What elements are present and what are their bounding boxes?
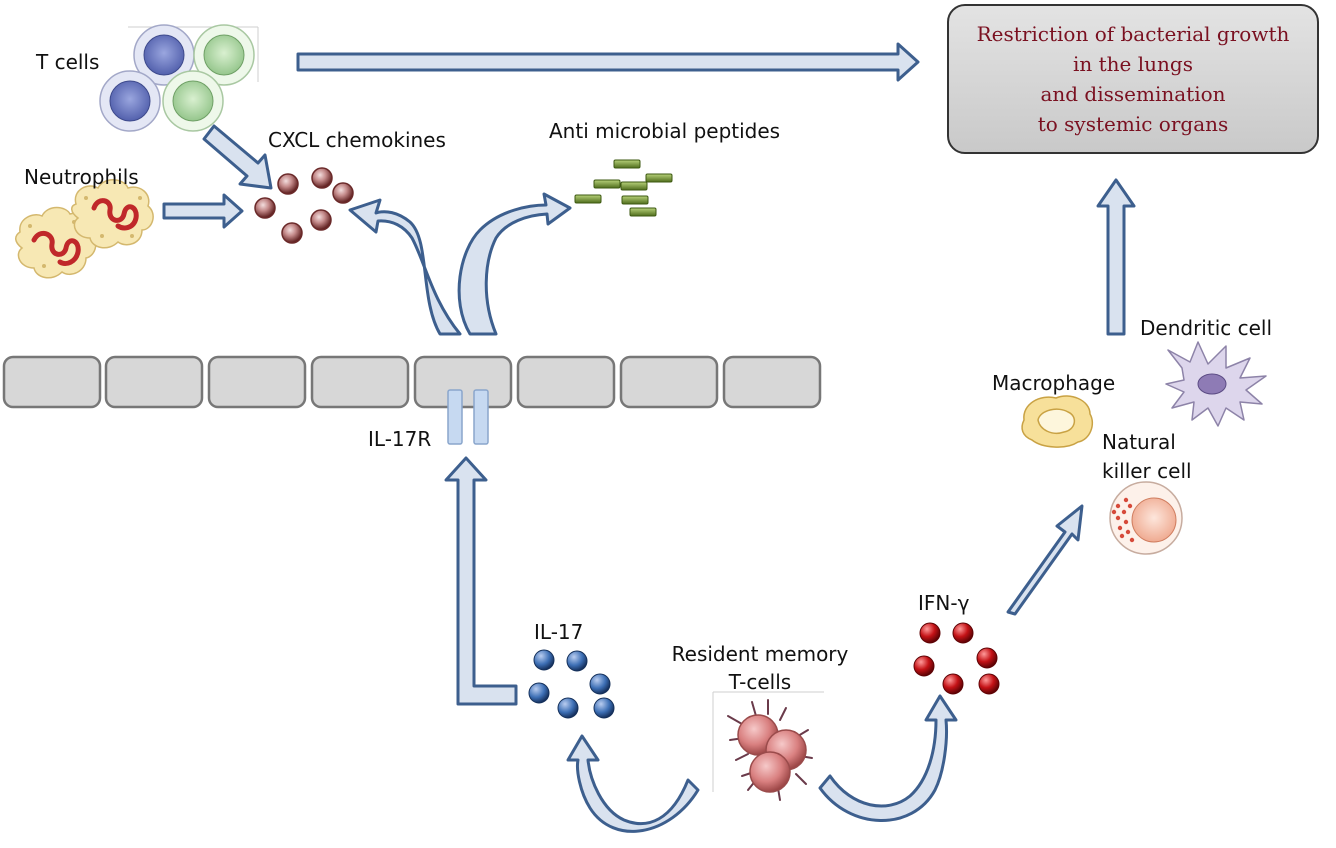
receptor-to-cxcl-curved-arrow (348, 198, 462, 336)
chemokine-molecule (310, 209, 332, 231)
trm-to-il17-curved-arrow (566, 734, 700, 833)
epithelial-cell (2, 355, 102, 409)
peptide (613, 159, 641, 169)
macrophage-label: Macrophage (992, 371, 1116, 395)
epithelial-cell (104, 355, 204, 409)
epithelial-cell (516, 355, 616, 409)
antimicrobial-peptides-label: Anti microbial peptides (549, 119, 781, 143)
il17-to-receptor-arrow (444, 456, 518, 706)
t-cell (99, 70, 161, 132)
il17-molecule (557, 697, 579, 719)
il17-molecule (589, 673, 611, 695)
trm-cell (749, 751, 791, 793)
epithelial-cell (722, 355, 822, 409)
epithelial-layer (2, 355, 822, 409)
il17-molecule (528, 682, 550, 704)
peptide (629, 207, 657, 217)
resident-memory-label-line2: T-cells (728, 670, 792, 694)
il17-label: IL-17 (534, 620, 584, 644)
cxcl-chemokines-label: CXCL chemokines (268, 128, 446, 152)
epithelial-cell (619, 355, 719, 409)
il17-molecule (533, 649, 555, 671)
tcells-to-result-arrow (296, 42, 920, 82)
trm-to-ifn-curved-arrow (818, 694, 958, 822)
chemokine-molecule (277, 173, 299, 195)
ifn-molecule (913, 655, 935, 677)
neutrophils-group (15, 179, 154, 279)
natural-killer-label-line1: Natural (1102, 430, 1176, 454)
resident-memory-t-cells (712, 691, 824, 801)
ifn-to-innate-cells-arrow (1006, 504, 1084, 616)
ifn-molecule (978, 673, 1000, 695)
chemokine-molecule (332, 182, 354, 204)
peptide (621, 195, 649, 205)
natural-killer-label-line2: killer cell (1102, 459, 1192, 483)
peptide (574, 194, 602, 204)
chemokine-molecule (311, 167, 333, 189)
cxcl-chemokines (254, 167, 354, 244)
ifn-gamma-label: IFN-γ (918, 591, 970, 615)
t-cell (162, 70, 224, 132)
result-box: Restriction of bacterial growth in the l… (947, 4, 1319, 154)
t-cells-group (99, 24, 259, 132)
chemokine-molecule (281, 222, 303, 244)
result-line-2: in the lungs (1073, 52, 1193, 76)
peptide (620, 181, 648, 191)
dendritic-cell (1165, 341, 1267, 427)
t-cell (193, 24, 255, 86)
epithelial-cell (413, 355, 513, 409)
macrophage-cell (1021, 395, 1094, 448)
dendritic-cell-label: Dendritic cell (1140, 316, 1273, 340)
il17-molecule (566, 650, 588, 672)
ifn-molecule (952, 622, 974, 644)
t-cells-label: T cells (36, 50, 100, 74)
peptide (593, 179, 621, 189)
tcells-to-cxcl-arrow (202, 124, 273, 190)
ifn-molecule (976, 647, 998, 669)
ifn-molecule (919, 622, 941, 644)
neutrophils-label: Neutrophils (24, 165, 139, 189)
antimicrobial-peptides (574, 159, 673, 217)
neutrophil (71, 179, 154, 249)
neutrophils-to-cxcl-arrow (162, 193, 244, 229)
result-line-4: to systemic organs (1037, 112, 1229, 136)
ifn-molecule (942, 673, 964, 695)
natural-killer-cell (1109, 481, 1183, 555)
result-line-3: and dissemination (1040, 82, 1226, 106)
epithelial-cell (310, 355, 410, 409)
peptide (645, 173, 673, 183)
resident-memory-label-line1: Resident memory (671, 642, 849, 666)
il17-receptor (447, 389, 489, 445)
t-cell (133, 24, 195, 86)
epithelial-cell (207, 355, 307, 409)
il17-molecules (528, 649, 615, 719)
il17r-label: IL-17R (368, 427, 432, 451)
result-line-1: Restriction of bacterial growth (976, 22, 1290, 46)
il17-molecule (593, 697, 615, 719)
ifn-gamma-molecules (913, 622, 1000, 695)
innate-to-result-arrow (1096, 178, 1136, 336)
receptor-to-peptides-curved-arrow (457, 192, 572, 336)
chemokine-molecule (254, 197, 276, 219)
